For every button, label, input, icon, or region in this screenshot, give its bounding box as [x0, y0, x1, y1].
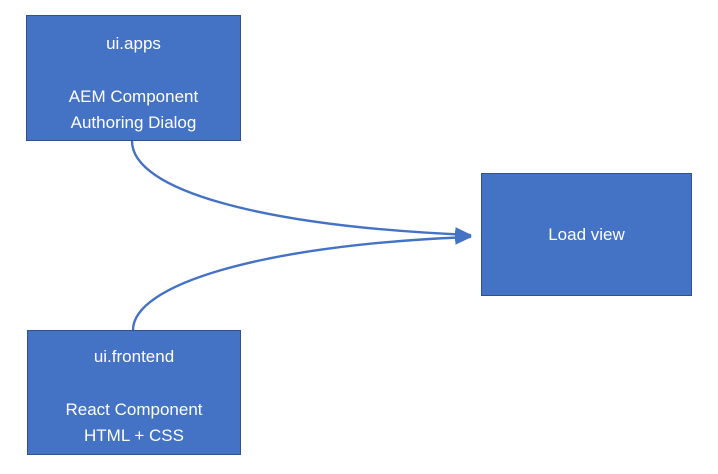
connector-ui-apps-to-load-view [130, 139, 472, 242]
connector-ui-frontend-to-load-view [131, 230, 472, 332]
node-ui-apps-body: AEM Component Authoring Dialog [69, 84, 198, 136]
node-ui-apps-body-line-1: AEM Component [68, 87, 199, 106]
node-load-view[interactable]: Load view [481, 173, 692, 296]
node-ui-apps[interactable]: ui.apps AEM Component Authoring Dialog [26, 15, 241, 141]
node-ui-frontend-title: ui.frontend [93, 347, 175, 366]
node-ui-frontend[interactable]: ui.frontend React Component HTML + CSS [27, 330, 241, 455]
node-ui-frontend-body-line-1: React Component [65, 400, 203, 419]
node-load-view-title: Load view [548, 224, 625, 244]
node-ui-apps-body-line-2: Authoring Dialog [70, 113, 197, 132]
node-ui-frontend-body-line-2: HTML + CSS [84, 426, 184, 445]
node-ui-apps-title: ui.apps [106, 34, 161, 53]
node-ui-frontend-body: React Component HTML + CSS [65, 397, 202, 449]
